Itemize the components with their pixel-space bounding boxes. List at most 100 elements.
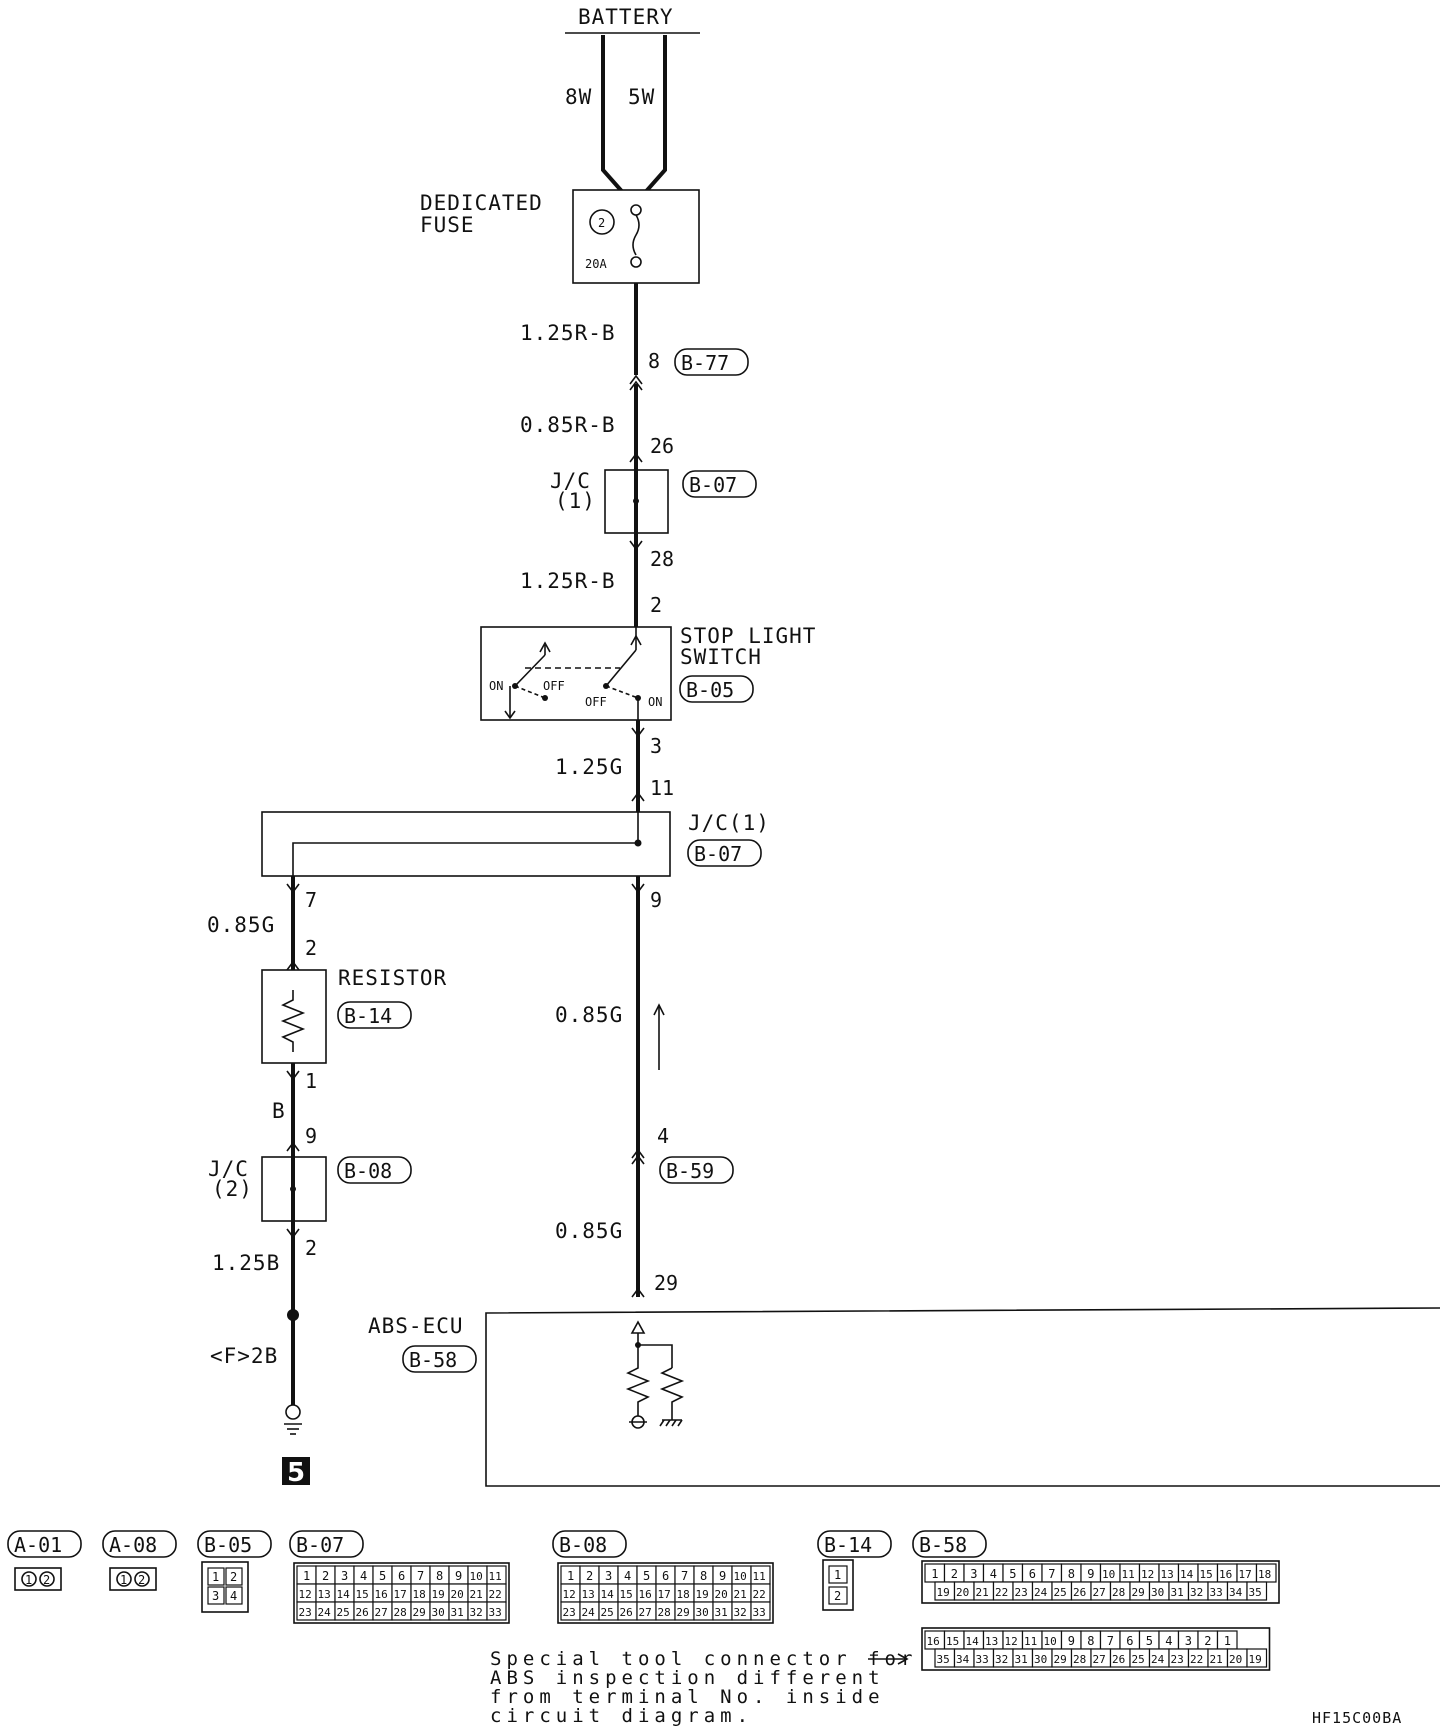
pin-11: 11: [650, 776, 674, 800]
svg-text:4: 4: [624, 1569, 631, 1583]
svg-text:20: 20: [715, 1588, 728, 1601]
pin-9-jc2: 9: [305, 1124, 317, 1148]
battery-label: BATTERY: [578, 5, 674, 29]
connector-b08-tag: B-08: [337, 1156, 412, 1184]
legend-b14-label: B-14: [824, 1533, 872, 1557]
svg-text:28: 28: [658, 1606, 671, 1619]
svg-text:18: 18: [413, 1588, 426, 1601]
svg-text:29: 29: [677, 1606, 690, 1619]
svg-text:12: 12: [563, 1588, 576, 1601]
svg-text:2: 2: [138, 1573, 145, 1587]
svg-text:5: 5: [1146, 1634, 1153, 1648]
pin-9-jc1: 9: [650, 888, 662, 912]
special-tool-note: Special tool connector for ABS inspectio…: [490, 1648, 917, 1727]
svg-text:8: 8: [1087, 1634, 1094, 1648]
wire-label-8: B: [272, 1099, 286, 1123]
svg-text:23: 23: [299, 1606, 312, 1619]
svg-text:2: 2: [834, 1589, 841, 1603]
svg-text:5: 5: [1009, 1567, 1016, 1581]
svg-text:29: 29: [1054, 1653, 1067, 1666]
jc1-top-label-1: J/C: [550, 469, 591, 493]
switch-off-right: OFF: [585, 695, 607, 709]
note-line-3: from terminal No. inside: [490, 1686, 885, 1708]
svg-text:14: 14: [337, 1588, 351, 1601]
connector-b07-1: B-07: [689, 473, 737, 497]
dedicated-fuse: 2 20A: [572, 189, 700, 284]
switch-on-left: ON: [489, 679, 503, 693]
wire-label-7: 0.85G: [555, 1219, 623, 1243]
svg-text:20: 20: [1229, 1653, 1242, 1666]
svg-text:21: 21: [1210, 1653, 1223, 1666]
legend-b07-label: B-07: [296, 1533, 344, 1557]
jc1-mid-box: [261, 811, 671, 877]
svg-text:9: 9: [455, 1569, 462, 1583]
svg-text:3: 3: [212, 1589, 219, 1603]
connector-b07-tag-2: B-07: [687, 839, 762, 867]
connector-b07-2: B-07: [694, 842, 742, 866]
svg-text:15: 15: [1200, 1568, 1213, 1581]
svg-text:5: 5: [643, 1569, 650, 1583]
svg-text:7: 7: [1048, 1567, 1055, 1581]
switch-on-right: ON: [648, 695, 662, 709]
svg-text:1: 1: [212, 1570, 219, 1584]
svg-text:14: 14: [966, 1635, 980, 1648]
pin-28: 28: [650, 547, 674, 571]
svg-text:12: 12: [299, 1588, 312, 1601]
svg-text:15: 15: [946, 1635, 959, 1648]
connector-b07-tag-1: B-07: [682, 470, 757, 498]
svg-text:24: 24: [582, 1606, 596, 1619]
pin-8: 8: [648, 349, 660, 373]
connector-b14-tag: B-14: [337, 1001, 412, 1029]
svg-text:20: 20: [956, 1586, 969, 1599]
svg-text:7: 7: [681, 1569, 688, 1583]
svg-text:3: 3: [970, 1567, 977, 1581]
stop-light-switch: ON OFF OFF ON: [480, 626, 672, 721]
svg-text:22: 22: [489, 1588, 502, 1601]
figure-code: HF15C00BA: [1312, 1709, 1402, 1727]
connector-b14: B-14: [344, 1004, 392, 1028]
svg-text:33: 33: [976, 1653, 989, 1666]
svg-text:25: 25: [337, 1606, 350, 1619]
svg-text:4: 4: [990, 1567, 997, 1581]
jc2-label-2: (2): [212, 1177, 253, 1201]
wire-label-9: 1.25B: [212, 1251, 280, 1275]
legend-a08-label: A-08: [109, 1533, 157, 1557]
svg-text:31: 31: [1015, 1653, 1028, 1666]
svg-text:9: 9: [1087, 1567, 1094, 1581]
svg-text:18: 18: [677, 1588, 690, 1601]
connector-b77-tag: B-77: [674, 348, 749, 376]
fuse-rating: 20A: [585, 257, 607, 271]
svg-text:1: 1: [834, 1568, 841, 1582]
svg-text:9: 9: [1068, 1634, 1075, 1648]
svg-text:30: 30: [432, 1606, 445, 1619]
pin-4: 4: [657, 1124, 669, 1148]
svg-text:2: 2: [230, 1570, 237, 1584]
svg-text:2: 2: [586, 1569, 593, 1583]
ground-marker-5: 5: [282, 1457, 310, 1488]
svg-text:8: 8: [700, 1569, 707, 1583]
svg-text:4: 4: [1165, 1634, 1172, 1648]
resistor: [261, 969, 327, 1064]
svg-text:14: 14: [1180, 1568, 1194, 1581]
stop-light-switch-label-1: STOP LIGHT: [680, 624, 816, 648]
svg-text:1: 1: [931, 1567, 938, 1581]
svg-text:28: 28: [394, 1606, 407, 1619]
note-line-2: ABS inspection different: [490, 1667, 885, 1689]
legend-a01-label: A-01: [14, 1533, 62, 1557]
current-direction-arrow: [653, 1003, 665, 1070]
connector-b58: B-58: [409, 1348, 457, 1372]
jc1-top-box: [604, 469, 669, 534]
svg-text:21: 21: [734, 1588, 747, 1601]
svg-text:13: 13: [582, 1588, 595, 1601]
connector-b05: B-05: [686, 678, 734, 702]
svg-text:2: 2: [43, 1573, 50, 1587]
wire-label-4: 1.25G: [555, 755, 623, 779]
note-line-4: circuit diagram.: [490, 1705, 753, 1727]
svg-text:11: 11: [489, 1570, 502, 1583]
pin-7: 7: [305, 888, 317, 912]
svg-text:7: 7: [417, 1569, 424, 1583]
svg-text:31: 31: [1171, 1586, 1184, 1599]
note-line-1: Special tool connector for: [490, 1648, 917, 1670]
